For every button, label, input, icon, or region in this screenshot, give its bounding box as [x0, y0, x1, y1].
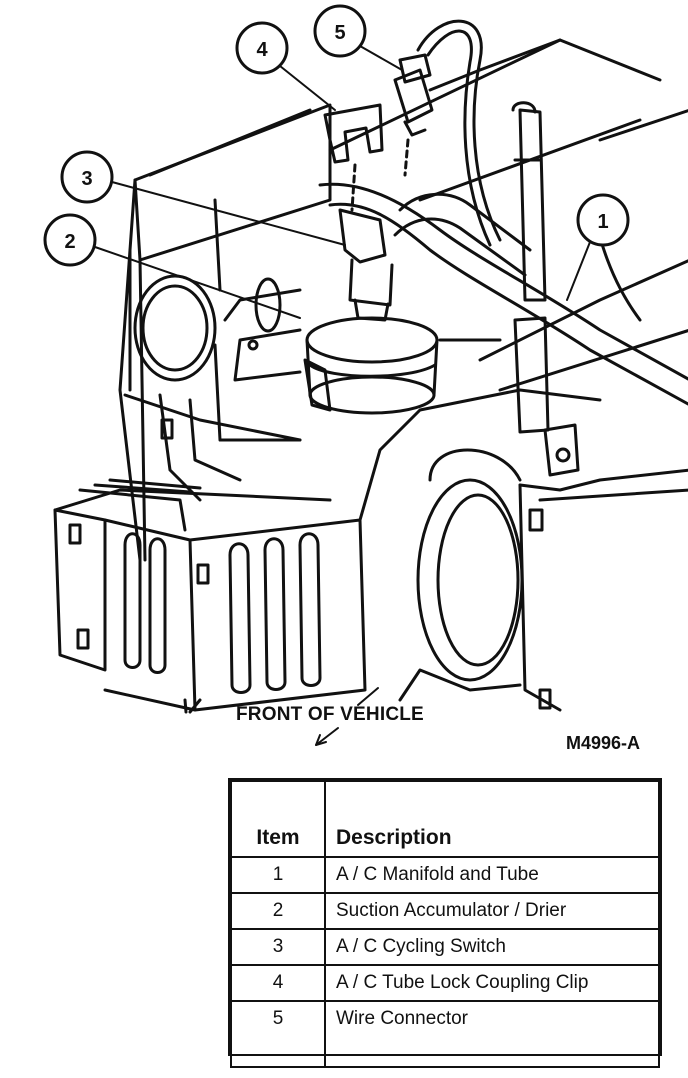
front-of-vehicle-label: FRONT OF VEHICLE	[236, 704, 424, 725]
front-grille	[53, 478, 367, 714]
cycling-switch	[338, 208, 394, 322]
callout-2-label: 2	[64, 231, 75, 253]
callout-1-label: 1	[597, 211, 608, 233]
legend-header-item: Item	[230, 780, 326, 858]
callout-4: 4	[235, 21, 336, 111]
figure-number: M4996-A	[566, 733, 641, 753]
legend-item-number: 3	[230, 928, 326, 966]
legend-item-description: Wire Connector	[324, 1000, 660, 1068]
legend-table: Item Description 1 A / C Manifold and Tu…	[228, 778, 662, 1068]
engine-compartment-illustration: 1 2 3 4 5	[43, 4, 688, 746]
callout-5: 5	[313, 4, 403, 71]
callout-2: 2	[43, 213, 301, 319]
legend-item-description: A / C Cycling Switch	[324, 928, 660, 966]
legend-header-row: Item Description	[230, 780, 660, 858]
legend-item-description: Suction Accumulator / Drier	[324, 892, 660, 930]
callout-1: 1	[566, 193, 630, 301]
legend-header-description: Description	[324, 780, 660, 858]
legend-row: 5 Wire Connector	[230, 1000, 660, 1068]
callout-3: 3	[60, 150, 346, 246]
tube-lock-coupling-clip	[323, 103, 384, 212]
callout-4-label: 4	[256, 39, 268, 61]
callout-3-label: 3	[81, 168, 92, 190]
ac-manifold-tube	[318, 101, 688, 406]
wire-harness	[416, 19, 562, 247]
legend-row: 3 A / C Cycling Switch	[230, 928, 660, 966]
front-arrow	[315, 687, 379, 746]
wheel-well	[358, 316, 688, 712]
legend-row: 1 A / C Manifold and Tube	[230, 856, 660, 894]
legend-item-description: A / C Manifold and Tube	[324, 856, 660, 894]
legend-item-number: 1	[230, 856, 326, 894]
legend-item-number: 2	[230, 892, 326, 930]
legend-row: 4 A / C Tube Lock Coupling Clip	[230, 964, 660, 1002]
legend-item-description: A / C Tube Lock Coupling Clip	[324, 964, 660, 1002]
legend-item-number: 4	[230, 964, 326, 1002]
suction-accumulator-drier	[213, 277, 502, 442]
callout-5-label: 5	[334, 22, 345, 44]
core-support-panel	[118, 103, 332, 562]
legend-item-number: 5	[230, 1000, 326, 1068]
wire-connector	[393, 53, 434, 177]
legend-row: 2 Suction Accumulator / Drier	[230, 892, 660, 930]
